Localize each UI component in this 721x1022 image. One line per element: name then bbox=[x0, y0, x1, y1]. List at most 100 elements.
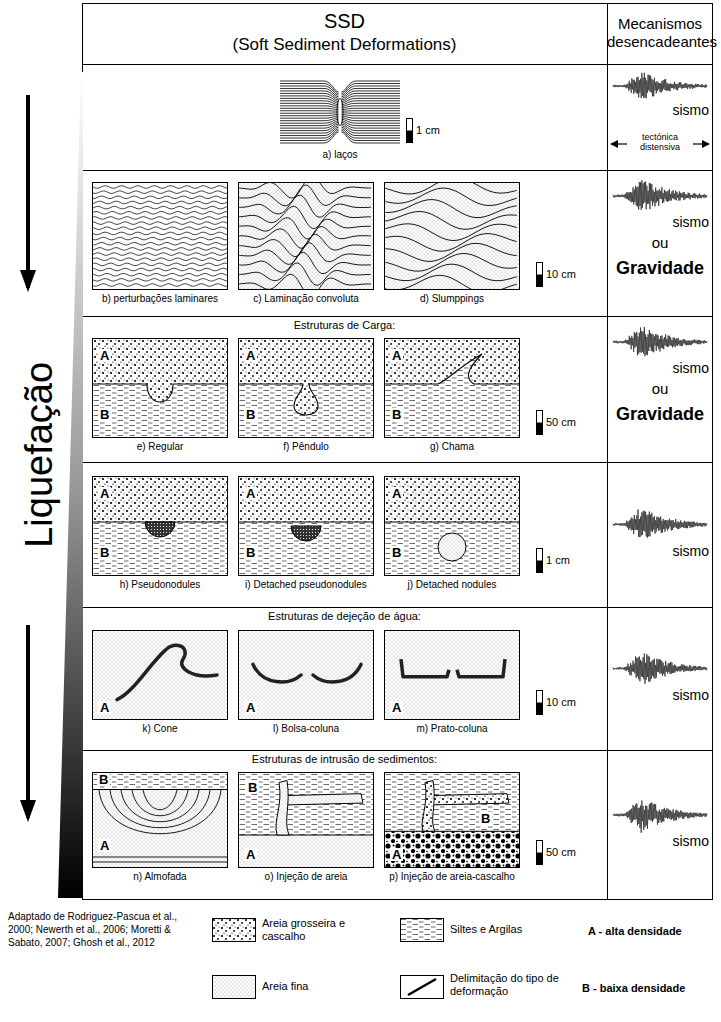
illustration-path bbox=[239, 218, 371, 239]
sediment-ground bbox=[93, 477, 227, 575]
illustration-path bbox=[385, 522, 519, 575]
panel-frame: A bbox=[238, 630, 374, 720]
row-group: Estruturas de Carga:ABe) RegularABf) Pên… bbox=[82, 316, 607, 462]
sediment-fill bbox=[239, 631, 373, 719]
illustration-path bbox=[280, 110, 339, 111]
illustration-path bbox=[99, 790, 221, 834]
panel-caption: c) Laminação convoluta bbox=[232, 293, 380, 305]
panel-caption: b) perturbações laminares bbox=[86, 293, 234, 305]
scale-bar-fill bbox=[537, 275, 543, 287]
deformation-panel: c) Laminação convoluta bbox=[238, 182, 374, 318]
illustration-path bbox=[280, 106, 339, 108]
deformation-panel: BAo) Injeção de areia bbox=[238, 772, 374, 896]
sediment-fill bbox=[93, 477, 227, 575]
sediment-ground bbox=[385, 773, 519, 867]
illustration-path bbox=[280, 116, 339, 118]
sediment-ground bbox=[239, 773, 373, 867]
density-letter: B bbox=[97, 773, 110, 786]
sediment-ground bbox=[93, 631, 227, 719]
mechanism-illustration bbox=[607, 750, 713, 900]
density-letter: A bbox=[390, 349, 403, 362]
deformation-illustration bbox=[93, 773, 227, 867]
column-header: SSD(Soft Sediment Deformations) bbox=[82, 3, 607, 64]
table-border bbox=[83, 4, 713, 900]
scale-bar-fill bbox=[407, 131, 413, 143]
illustration-path bbox=[117, 645, 217, 699]
liquefaction-wedge bbox=[58, 72, 83, 898]
mechanism-label: sismo bbox=[671, 833, 710, 849]
scale-label: 10 cm bbox=[546, 696, 576, 709]
row-divider bbox=[82, 462, 713, 463]
illustration-path bbox=[313, 664, 361, 681]
density-letter: B bbox=[98, 546, 111, 559]
mechanism-label: sismo bbox=[671, 102, 710, 118]
panel-frame: A bbox=[92, 630, 228, 720]
illustration-path bbox=[93, 186, 227, 189]
sediment-fill bbox=[385, 339, 519, 437]
panel-frame: AB bbox=[92, 338, 228, 438]
deformation-panel: ABe) Regular bbox=[92, 338, 228, 466]
density-key: A - alta densidade bbox=[588, 925, 682, 938]
mechanism-label: Gravidade bbox=[607, 404, 713, 425]
legend-entry: Areia grosseira e cascalho bbox=[212, 918, 382, 948]
illustration-path bbox=[239, 274, 371, 289]
panel-caption: d) Slumppings bbox=[378, 293, 526, 305]
legend-swatch bbox=[212, 918, 256, 942]
illustration-path bbox=[385, 521, 519, 522]
sediment-ground bbox=[93, 773, 227, 867]
density-letter: B bbox=[479, 812, 492, 825]
illustration-path bbox=[93, 237, 227, 240]
illustration-path bbox=[385, 354, 519, 437]
illustration-path bbox=[132, 790, 188, 816]
illustration-path bbox=[280, 129, 339, 138]
mechanism-cell: sismoouGravidade bbox=[607, 170, 713, 316]
column-divider bbox=[607, 3, 608, 900]
deformation-panel: Al) Bolsa-coluna bbox=[238, 630, 374, 748]
deformation-panel: ABj) Detached nodules bbox=[384, 476, 520, 604]
seismogram bbox=[613, 510, 707, 538]
density-letter: B bbox=[390, 408, 403, 421]
illustration-path bbox=[385, 254, 517, 272]
illustration-path bbox=[276, 781, 289, 836]
illustration-path bbox=[93, 268, 227, 271]
group-heading: Estruturas de Carga: bbox=[82, 319, 607, 332]
illustration-path bbox=[93, 284, 227, 287]
illustration-path bbox=[253, 664, 301, 681]
panel-frame: AB bbox=[238, 338, 374, 438]
illustration-path bbox=[239, 206, 371, 228]
deformation-panel: a) laços bbox=[280, 78, 400, 174]
panel-caption: o) Injeção de areia bbox=[232, 871, 380, 883]
swatch-border bbox=[213, 919, 256, 942]
illustration-path bbox=[145, 522, 175, 537]
swatch-border bbox=[213, 976, 256, 999]
illustration-path bbox=[342, 131, 401, 141]
illustration-path bbox=[422, 781, 435, 832]
panel-frame: AB bbox=[384, 338, 520, 438]
sediment-ground bbox=[212, 975, 256, 999]
sediment-fill bbox=[385, 477, 519, 575]
sediment-fill bbox=[385, 773, 519, 831]
illustration-path bbox=[239, 521, 373, 522]
legend-swatch bbox=[400, 918, 444, 942]
sediment-ground bbox=[239, 631, 373, 719]
deformation-illustration bbox=[93, 339, 227, 437]
illustration-path bbox=[93, 258, 227, 261]
swatch-border bbox=[401, 919, 444, 942]
illustration-path bbox=[285, 794, 363, 805]
seismogram bbox=[613, 801, 707, 833]
mechanism-label: ou bbox=[607, 380, 713, 397]
illustration-path bbox=[110, 790, 210, 828]
density-letter: A bbox=[98, 701, 111, 714]
seismogram bbox=[613, 653, 707, 683]
source-note: Adaptado de Rodriguez-Pascua et al., 200… bbox=[8, 910, 193, 949]
row-divider bbox=[82, 607, 713, 608]
illustration-path bbox=[93, 217, 227, 220]
process-label: Liquefação bbox=[18, 362, 62, 548]
illustration-path bbox=[342, 122, 401, 128]
sediment-ground bbox=[385, 477, 519, 575]
illustration-path bbox=[342, 127, 401, 135]
sediment-ground bbox=[239, 477, 373, 575]
mechanism-cell: sismo bbox=[607, 462, 713, 607]
mechanism-cell: sismo bbox=[607, 607, 713, 750]
density-letter: A bbox=[390, 487, 403, 500]
